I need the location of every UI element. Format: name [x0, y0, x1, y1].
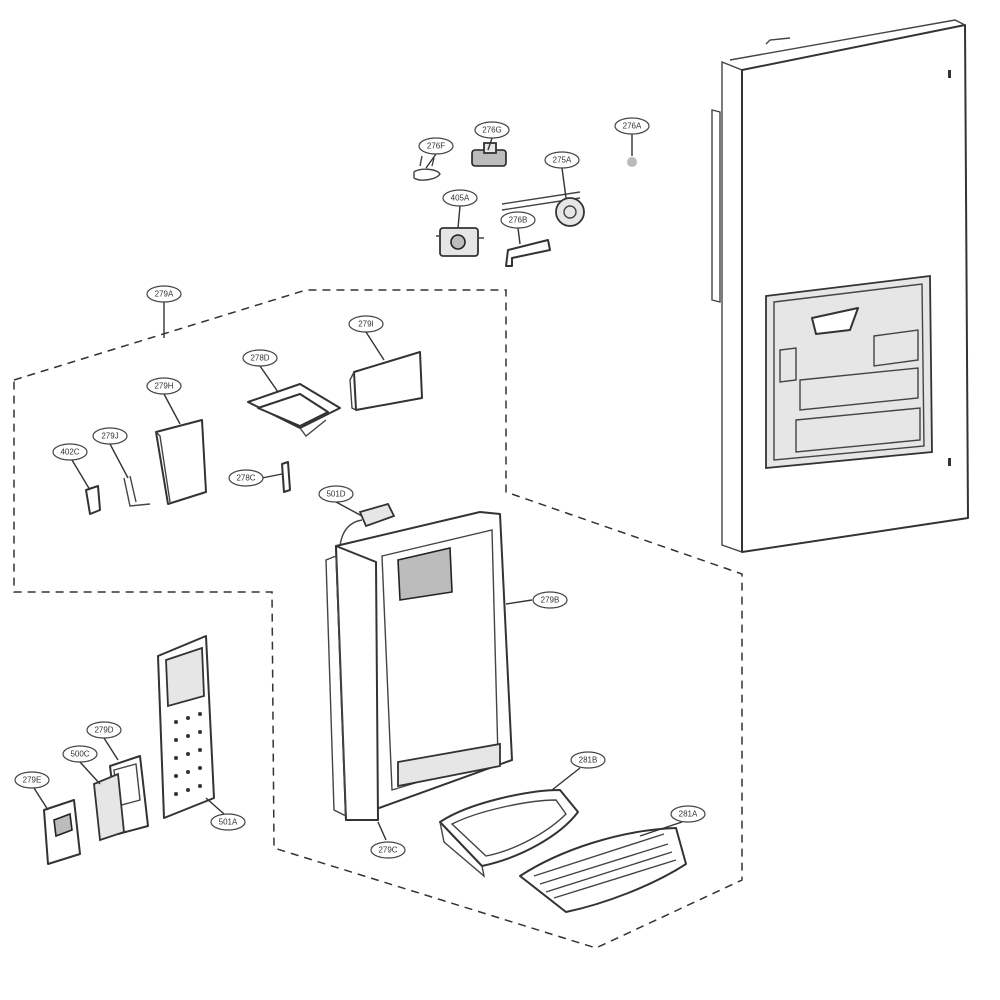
part-276B: [505, 239, 551, 267]
callout-279I: 279I: [348, 315, 384, 333]
callout-279I-text: 279I: [358, 320, 374, 329]
callout-278C: 278C: [228, 469, 264, 487]
part-501D: [339, 502, 396, 547]
callout-500C: 500C: [62, 745, 98, 763]
part-275A: [501, 191, 585, 227]
callout-279J: 279J: [92, 427, 128, 445]
part-405A: [436, 227, 484, 257]
callout-402C: 402C: [52, 443, 88, 461]
callout-405A-text: 405A: [451, 194, 470, 203]
part-276F: [413, 155, 441, 181]
callout-276F: 276F: [418, 137, 454, 155]
part-279H: [155, 419, 207, 505]
part-402C: [85, 485, 101, 515]
callout-501D: 501D: [318, 485, 354, 503]
callout-279H-text: 279H: [154, 382, 173, 391]
callout-276G: 276G: [474, 121, 510, 139]
callout-279E-text: 279E: [23, 776, 42, 785]
callout-278D-text: 278D: [250, 354, 269, 363]
callout-279J-text: 279J: [101, 432, 118, 441]
callout-501A-text: 501A: [219, 818, 238, 827]
callout-405A: 405A: [442, 189, 478, 207]
part-276G: [471, 142, 507, 167]
callout-279B-text: 279B: [541, 596, 560, 605]
callout-501A: 501A: [210, 813, 246, 831]
callout-279A: 279A: [146, 285, 182, 303]
assembly-279A-boundary: [13, 289, 743, 949]
callout-279D: 279D: [86, 721, 122, 739]
callout-275A: 275A: [544, 151, 580, 169]
part-500C: [93, 772, 125, 842]
part-279C: [325, 545, 379, 821]
part-281B: [439, 789, 579, 878]
callout-279E: 279E: [14, 771, 50, 789]
callout-279D-text: 279D: [94, 726, 113, 735]
callout-278D: 278D: [242, 349, 278, 367]
part-276A: [627, 157, 637, 167]
callout-276G-text: 276G: [482, 126, 502, 135]
callout-279C: 279C: [370, 841, 406, 859]
callout-276A-text: 276A: [623, 122, 642, 131]
callout-500C-text: 500C: [70, 750, 89, 759]
part-279J: [123, 475, 151, 507]
callout-281A: 281A: [670, 805, 706, 823]
part-278C: [281, 461, 291, 493]
callout-402C-text: 402C: [60, 448, 79, 457]
callout-281B: 281B: [570, 751, 606, 769]
callout-278C-text: 278C: [236, 474, 255, 483]
callout-276F-text: 276F: [427, 142, 445, 151]
callout-275A-text: 275A: [553, 156, 572, 165]
callout-276A: 276A: [614, 117, 650, 135]
leader-lines: [33, 134, 683, 841]
callout-281B-text: 281B: [579, 756, 598, 765]
part-279I: [349, 351, 423, 411]
callout-276B-text: 276B: [509, 216, 528, 225]
callout-279C-text: 279C: [378, 846, 397, 855]
dispenser-recess: [765, 274, 933, 469]
callout-281A-text: 281A: [679, 810, 698, 819]
callout-279B: 279B: [532, 591, 568, 609]
part-281A: [519, 827, 687, 913]
part-501A: [157, 635, 215, 819]
callout-276B: 276B: [500, 211, 536, 229]
part-279B: [335, 511, 513, 821]
callout-279A-text: 279A: [155, 290, 174, 299]
callout-279H: 279H: [146, 377, 182, 395]
part-279E: [43, 799, 81, 865]
callout-501D-text: 501D: [326, 490, 345, 499]
part-278D: [247, 383, 341, 437]
